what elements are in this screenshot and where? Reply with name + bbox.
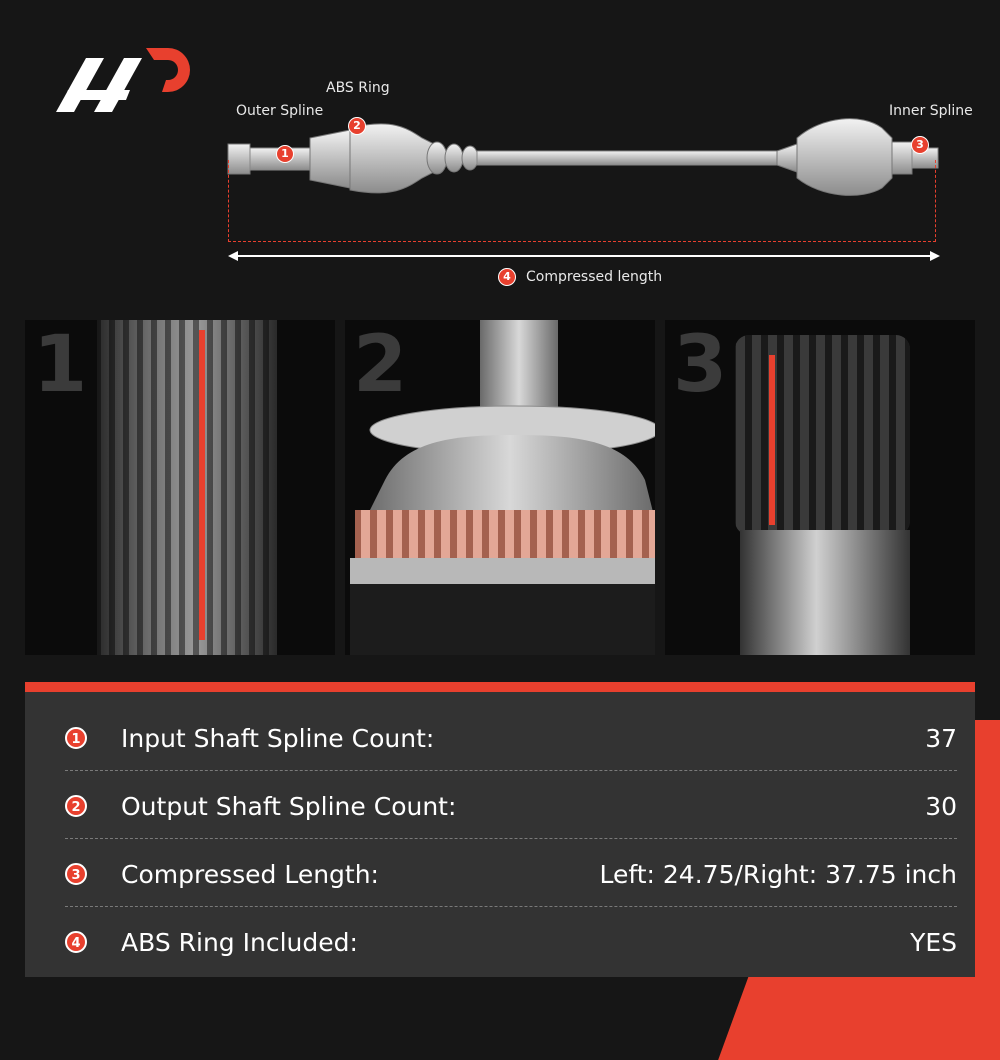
brand-logo-icon	[56, 48, 190, 112]
panel-number: 1	[33, 320, 88, 410]
outer-spline-closeup	[97, 320, 277, 655]
spec-divider	[65, 770, 957, 771]
badge-outer-spline: 1	[276, 145, 294, 163]
specs-table: 1 Input Shaft Spline Count: 37 2 Output …	[25, 682, 975, 977]
detail-panel-abs-ring: 2	[345, 320, 655, 655]
spec-row: 2 Output Shaft Spline Count: 30	[65, 772, 957, 840]
spec-divider	[65, 906, 957, 907]
spec-label: Compressed Length:	[121, 859, 379, 889]
compressed-length-text: Compressed length	[526, 269, 663, 285]
spec-row: 1 Input Shaft Spline Count: 37	[65, 704, 957, 772]
inner-spline-callout: Inner Spline	[889, 103, 973, 119]
double-arrow-icon	[228, 251, 940, 261]
spec-row: 3 Compressed Length: Left: 24.75/Right: …	[65, 840, 957, 908]
spec-index-badge: 1	[65, 727, 87, 749]
abs-ring-closeup	[350, 320, 655, 655]
axle-shaft-illustration	[227, 118, 939, 196]
spec-value: 37	[925, 723, 957, 753]
outer-spline-callout: Outer Spline	[236, 103, 324, 119]
spec-value: YES	[910, 927, 957, 957]
spec-label: Input Shaft Spline Count:	[121, 723, 435, 753]
spec-value: 30	[925, 791, 957, 821]
panel-number: 3	[673, 320, 728, 410]
badge-inner-spline: 3	[911, 136, 929, 154]
spec-value: Left: 24.75/Right: 37.75 inch	[599, 859, 958, 889]
compressed-length-caption: 4 Compressed length	[498, 268, 662, 286]
spec-index-badge: 3	[65, 863, 87, 885]
detail-panel-inner-spline: 3	[665, 320, 975, 655]
spec-label: ABS Ring Included:	[121, 927, 358, 957]
spec-index-badge: 4	[65, 931, 87, 953]
badge-abs-ring: 2	[348, 117, 366, 135]
detail-panel-outer-spline: 1	[25, 320, 335, 655]
compressed-length-bracket	[228, 160, 936, 242]
abs-ring-callout: ABS Ring	[326, 80, 390, 96]
spec-row: 4 ABS Ring Included: YES	[65, 908, 957, 976]
badge-compressed-length: 4	[498, 268, 516, 286]
inner-spline-closeup	[735, 335, 910, 655]
spec-index-badge: 2	[65, 795, 87, 817]
spec-label: Output Shaft Spline Count:	[121, 791, 457, 821]
panel-number: 2	[353, 320, 408, 410]
spec-divider	[65, 838, 957, 839]
